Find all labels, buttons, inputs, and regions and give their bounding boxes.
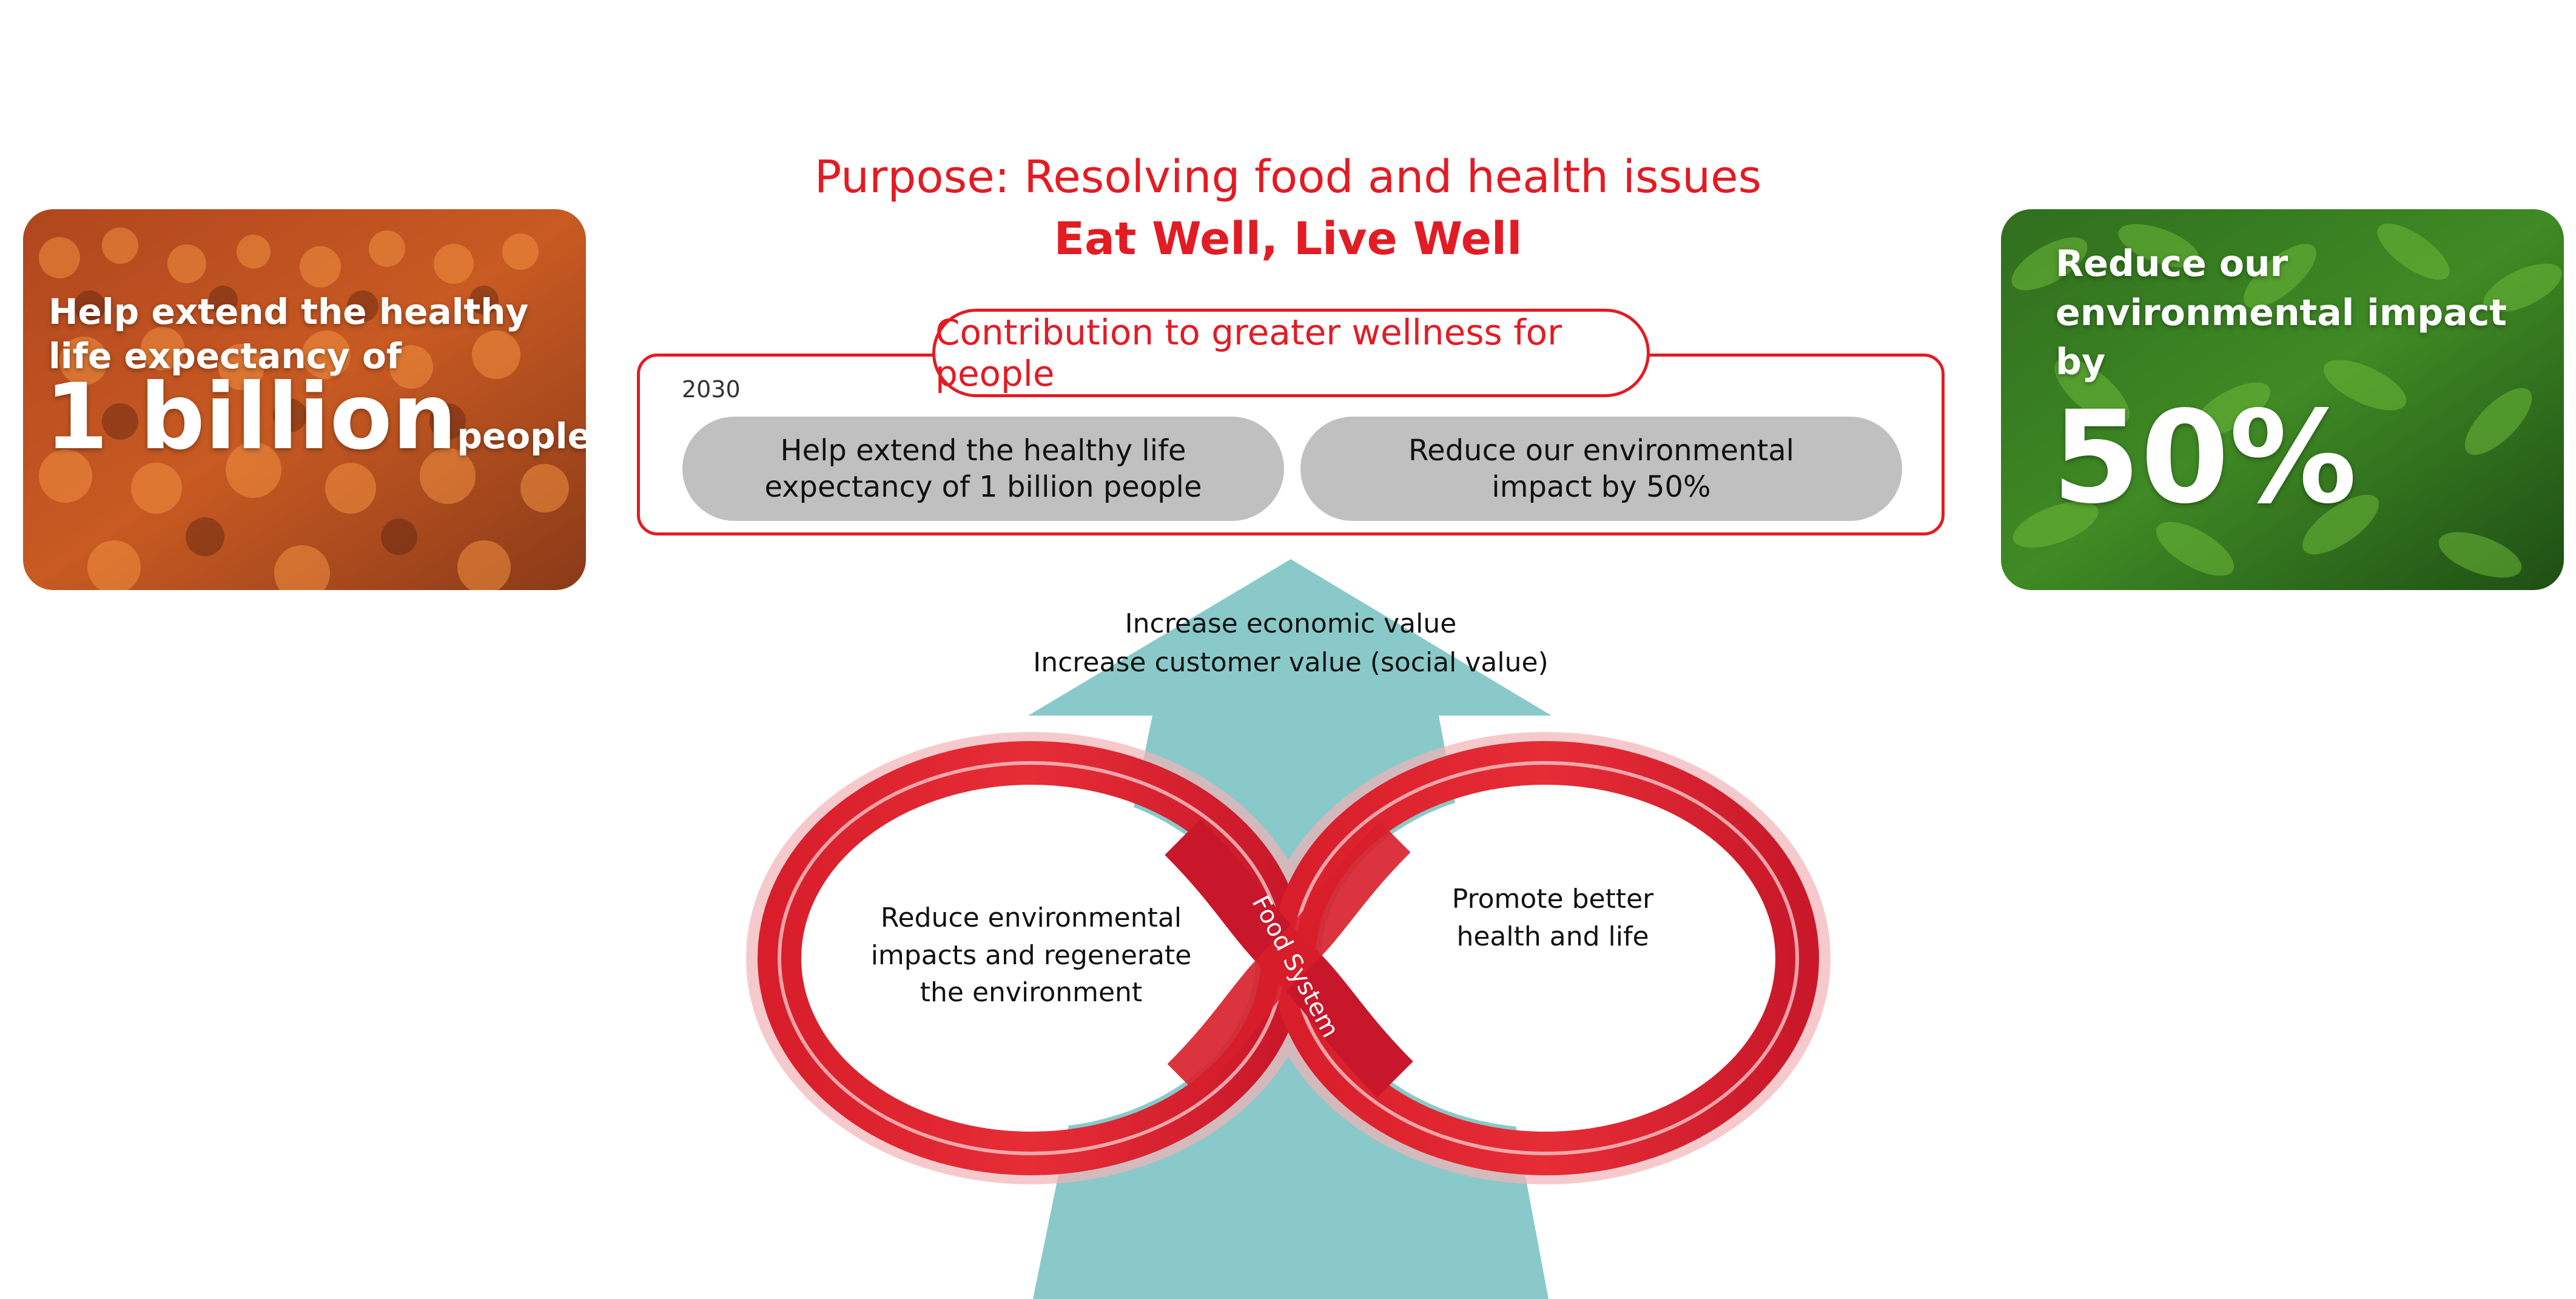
left-loop-line3: the environment bbox=[920, 977, 1143, 1009]
arrow-line1: Increase economic value bbox=[1125, 608, 1457, 639]
arrow-line2: Increase customer value (social value) bbox=[1033, 646, 1549, 678]
left-card-big-number: 1 billion bbox=[45, 364, 457, 470]
left-loop-interior bbox=[807, 788, 1256, 1128]
purpose-heading: Purpose: Resolving food and health issue… bbox=[814, 151, 1762, 203]
goals-year: 2030 bbox=[682, 376, 741, 403]
right-card-big-number: 50% bbox=[2052, 383, 2357, 532]
crowd-photo bbox=[23, 209, 586, 590]
right-loop-interior bbox=[1321, 788, 1770, 1128]
left-loop-line1: Reduce environmental bbox=[880, 902, 1182, 933]
left-card-line2: life expectancy of bbox=[49, 335, 402, 377]
goals-title: Contribution to greater wellness for peo… bbox=[932, 309, 1650, 397]
left-card-line1: Help extend the healthy bbox=[49, 291, 529, 332]
leaves-photo bbox=[2001, 209, 2564, 590]
right-card-line1: Reduce our bbox=[2056, 243, 2288, 285]
target-health-line1: Help extend the healthy life bbox=[780, 434, 1186, 468]
leaves-photo-card: Reduce our environmental impact by 50% bbox=[2001, 209, 2564, 590]
target-health-line2: expectancy of 1 billion people bbox=[764, 470, 1202, 504]
target-environment-line1: Reduce our environmental bbox=[1408, 434, 1795, 468]
right-loop-line2: health and life bbox=[1456, 921, 1649, 952]
left-loop-line2: impacts and regenerate bbox=[870, 939, 1192, 971]
crowd-photo-card: Help extend the healthy life expectancy … bbox=[23, 209, 586, 590]
tagline-heading: Eat Well, Live Well bbox=[1054, 213, 1522, 265]
left-card-small-unit: people bbox=[457, 415, 586, 457]
target-environment: Reduce our environmental impact by 50% bbox=[1300, 417, 1902, 521]
right-loop-line1: Promote better bbox=[1451, 884, 1654, 915]
right-card-line2: environmental impact bbox=[2056, 292, 2507, 334]
right-card-line3: by bbox=[2056, 341, 2106, 383]
target-health: Help extend the healthy life expectancy … bbox=[682, 417, 1284, 521]
target-environment-line2: impact by 50% bbox=[1491, 470, 1711, 504]
